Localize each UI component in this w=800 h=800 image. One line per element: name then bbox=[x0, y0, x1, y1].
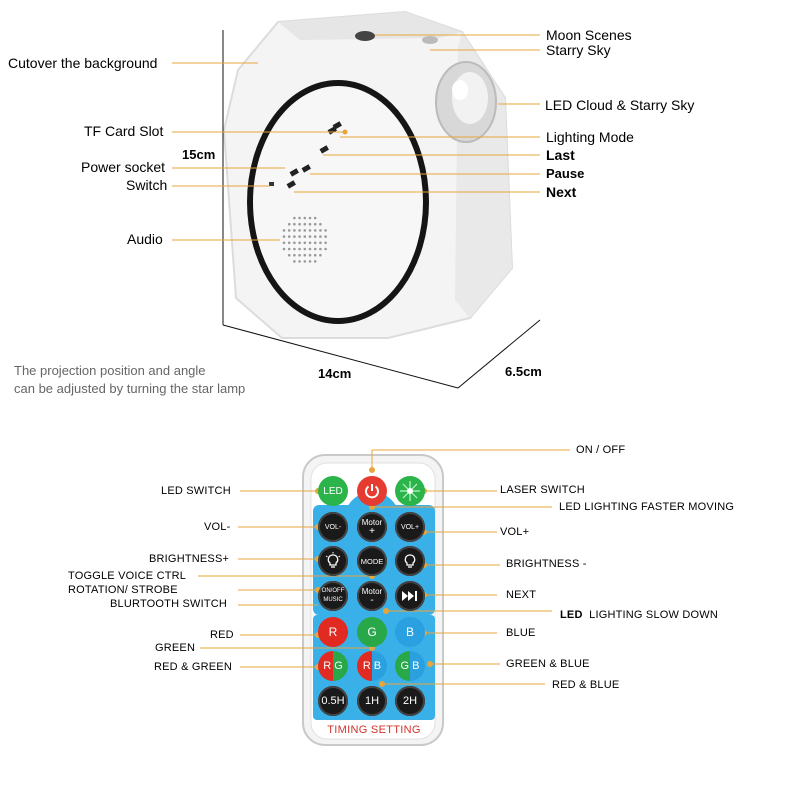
label-toggle-voice: TOGGLE VOICE CTRL bbox=[68, 570, 187, 582]
label-starry: Starry Sky bbox=[546, 42, 611, 58]
rg-g-label: G bbox=[334, 659, 343, 672]
blue-button[interactable]: B bbox=[395, 617, 425, 647]
red-button[interactable]: R bbox=[318, 617, 348, 647]
label-led-slow-led: LED bbox=[560, 609, 583, 621]
label-lighting-mode: Lighting Mode bbox=[546, 129, 634, 145]
note-line-1: The projection position and angle bbox=[14, 363, 206, 378]
label-led-cloud: LED Cloud & Starry Sky bbox=[545, 97, 695, 113]
vol-plus-button[interactable]: VOL+ bbox=[395, 512, 425, 542]
timer-1h-button[interactable]: 1H bbox=[357, 686, 387, 716]
label-on-off: ON / OFF bbox=[576, 444, 626, 456]
motor-minus-button[interactable]: Motor - bbox=[357, 581, 387, 611]
timer-2h-button[interactable]: 2H bbox=[395, 686, 425, 716]
gb-g-label: G bbox=[400, 659, 410, 672]
laser-star-icon bbox=[400, 481, 420, 501]
timer-05h-button[interactable]: 0.5H bbox=[318, 686, 348, 716]
brightness-minus-button[interactable] bbox=[395, 546, 425, 576]
label-vol-minus: VOL- bbox=[204, 521, 231, 533]
note-line-2: can be adjusted by turning the star lamp bbox=[14, 381, 246, 396]
rb-r-label: R bbox=[362, 659, 371, 672]
motor-minus-label: Motor bbox=[361, 587, 383, 596]
vol-minus-button[interactable]: VOL- bbox=[318, 512, 348, 542]
label-laser-switch: LASER SWITCH bbox=[500, 484, 585, 496]
label-red-green: RED & GREEN bbox=[154, 661, 232, 673]
mode-button[interactable]: MODE bbox=[357, 546, 387, 576]
label-pause: Pause bbox=[546, 166, 585, 181]
label-rotation: ROTATION/ STROBE bbox=[68, 584, 178, 596]
label-red-blue: RED & BLUE bbox=[552, 679, 620, 691]
label-audio: Audio bbox=[127, 231, 163, 247]
motor-minus-sign: - bbox=[370, 595, 374, 606]
label-next-remote: NEXT bbox=[506, 589, 537, 601]
motor-plus-sign: + bbox=[369, 526, 375, 537]
label-green: GREEN bbox=[155, 642, 196, 654]
rb-b-label: B bbox=[373, 659, 382, 672]
music-label: MUSIC bbox=[323, 597, 343, 603]
label-led-faster: LED LIGHTING FASTER MOVING bbox=[559, 501, 735, 513]
label-blue: BLUE bbox=[506, 627, 536, 639]
rg-r-label: R bbox=[323, 659, 332, 672]
label-cutover: Cutover the background bbox=[8, 55, 158, 71]
green-button[interactable]: G bbox=[357, 617, 387, 647]
power-icon bbox=[365, 484, 379, 499]
power-button[interactable] bbox=[357, 476, 387, 506]
motor-plus-button[interactable]: Motor + bbox=[357, 512, 387, 542]
dim-width: 14cm bbox=[318, 366, 352, 381]
label-led-slow-text: LIGHTING SLOW DOWN bbox=[589, 609, 719, 621]
label-bluetooth: BLURTOOTH SWITCH bbox=[110, 598, 228, 610]
label-green-blue: GREEN & BLUE bbox=[506, 658, 590, 670]
bulb-plus-icon bbox=[325, 552, 341, 568]
label-tf-card: TF Card Slot bbox=[84, 123, 164, 139]
lamp-ring bbox=[247, 80, 429, 324]
label-brightness-plus: BRIGHTNESS+ bbox=[149, 553, 230, 565]
label-red: RED bbox=[210, 629, 234, 641]
label-brightness-minus: BRIGHTNESS - bbox=[506, 558, 587, 570]
skip-next-icon bbox=[402, 591, 417, 601]
bulb-minus-icon bbox=[404, 554, 416, 568]
label-moon: Moon Scenes bbox=[546, 27, 632, 43]
label-led-switch: LED SWITCH bbox=[161, 485, 231, 497]
label-power-socket: Power socket bbox=[81, 159, 166, 175]
label-last: Last bbox=[546, 147, 575, 163]
dim-height: 15cm bbox=[182, 147, 216, 162]
audio-grille bbox=[282, 216, 327, 263]
label-switch: Switch bbox=[126, 177, 168, 193]
motor-plus-label: Motor bbox=[361, 518, 383, 527]
label-next: Next bbox=[546, 184, 577, 200]
onoff-music-button[interactable]: ON/OFF MUSIC bbox=[318, 581, 348, 611]
gb-b-label: B bbox=[412, 659, 420, 672]
lamp-top-face bbox=[278, 12, 462, 40]
dim-depth: 6.5cm bbox=[505, 364, 542, 379]
label-vol-plus: VOL+ bbox=[500, 526, 530, 538]
next-button[interactable] bbox=[395, 581, 425, 611]
brightness-plus-button[interactable] bbox=[318, 546, 348, 576]
laser-button[interactable] bbox=[395, 476, 425, 506]
led-button[interactable]: LED bbox=[318, 476, 348, 506]
timing-setting-label: TIMING SETTING bbox=[327, 724, 421, 736]
onoff-label: ON/OFF bbox=[321, 588, 345, 594]
label-led-slow: LED LIGHTING SLOW DOWN bbox=[560, 609, 718, 622]
